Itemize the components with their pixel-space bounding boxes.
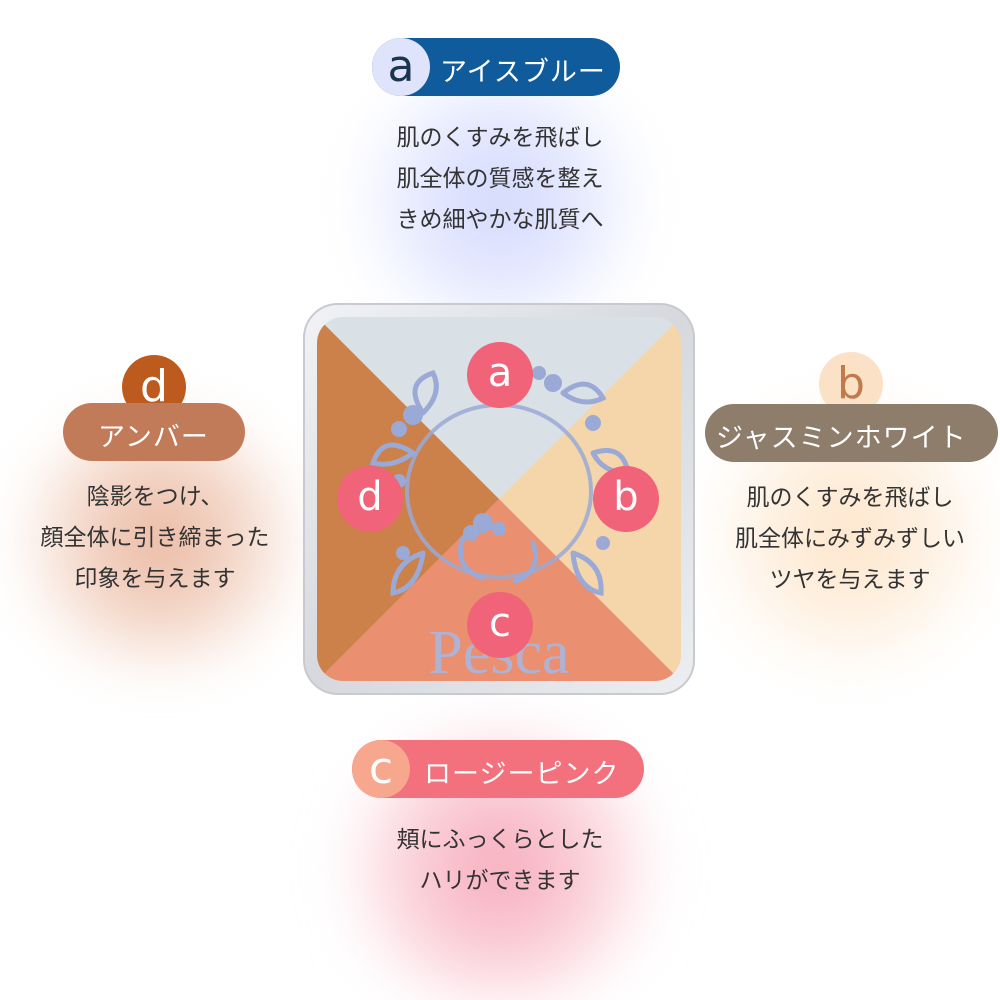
marker-d: d (337, 466, 403, 532)
desc-a: 肌のくすみを飛ばし 肌全体の質感を整え きめ細やかな肌質へ (345, 118, 655, 241)
name-b: ジャスミンホワイト (716, 423, 967, 454)
desc-d: 陰影をつけ、 顔全体に引き締まった 印象を与えます (10, 477, 300, 600)
letter-a: a (372, 38, 430, 96)
letter-c: c (352, 740, 410, 798)
name-a: アイスブルー (440, 57, 606, 88)
shade-c-quadrant (317, 499, 681, 681)
glow-a (355, 70, 645, 330)
eyeshadow-palette: Pesca a b c d (303, 303, 695, 695)
desc-b-line: 肌のくすみを飛ばし (746, 485, 954, 511)
shade-a-quadrant (317, 317, 681, 499)
desc-c-line: ハリができます (419, 868, 581, 894)
desc-a-line: 肌全体の質感を整え (396, 166, 604, 192)
name-d: アンバー (98, 422, 209, 453)
desc-b-line: 肌全体にみずみずしい (735, 526, 965, 552)
name-c: ロージーピンク (424, 759, 620, 790)
desc-a-line: 肌のくすみを飛ばし (396, 125, 604, 151)
palette-graphic: Pesca (303, 303, 695, 695)
desc-c: 頬にふっくらとした ハリができます (345, 820, 655, 902)
pill-d (63, 403, 245, 461)
pill-b (705, 404, 998, 462)
floral-leaves (391, 366, 610, 560)
floral-wreath-emboss (369, 369, 631, 597)
desc-b-line: ツヤを与えます (769, 567, 931, 593)
marker-b: b (593, 466, 659, 532)
desc-d-line: 顔全体に引き締まった (40, 525, 270, 551)
desc-d-line: 陰影をつけ、 (86, 484, 224, 510)
desc-b: 肌のくすみを飛ばし 肌全体にみずみずしい ツヤを与えます (700, 478, 1000, 601)
marker-a: a (467, 342, 533, 408)
desc-c-line: 頬にふっくらとした (396, 827, 604, 853)
desc-d-line: 印象を与えます (74, 566, 236, 592)
marker-c: c (467, 592, 533, 658)
desc-a-line: きめ細やかな肌質へ (396, 207, 604, 233)
